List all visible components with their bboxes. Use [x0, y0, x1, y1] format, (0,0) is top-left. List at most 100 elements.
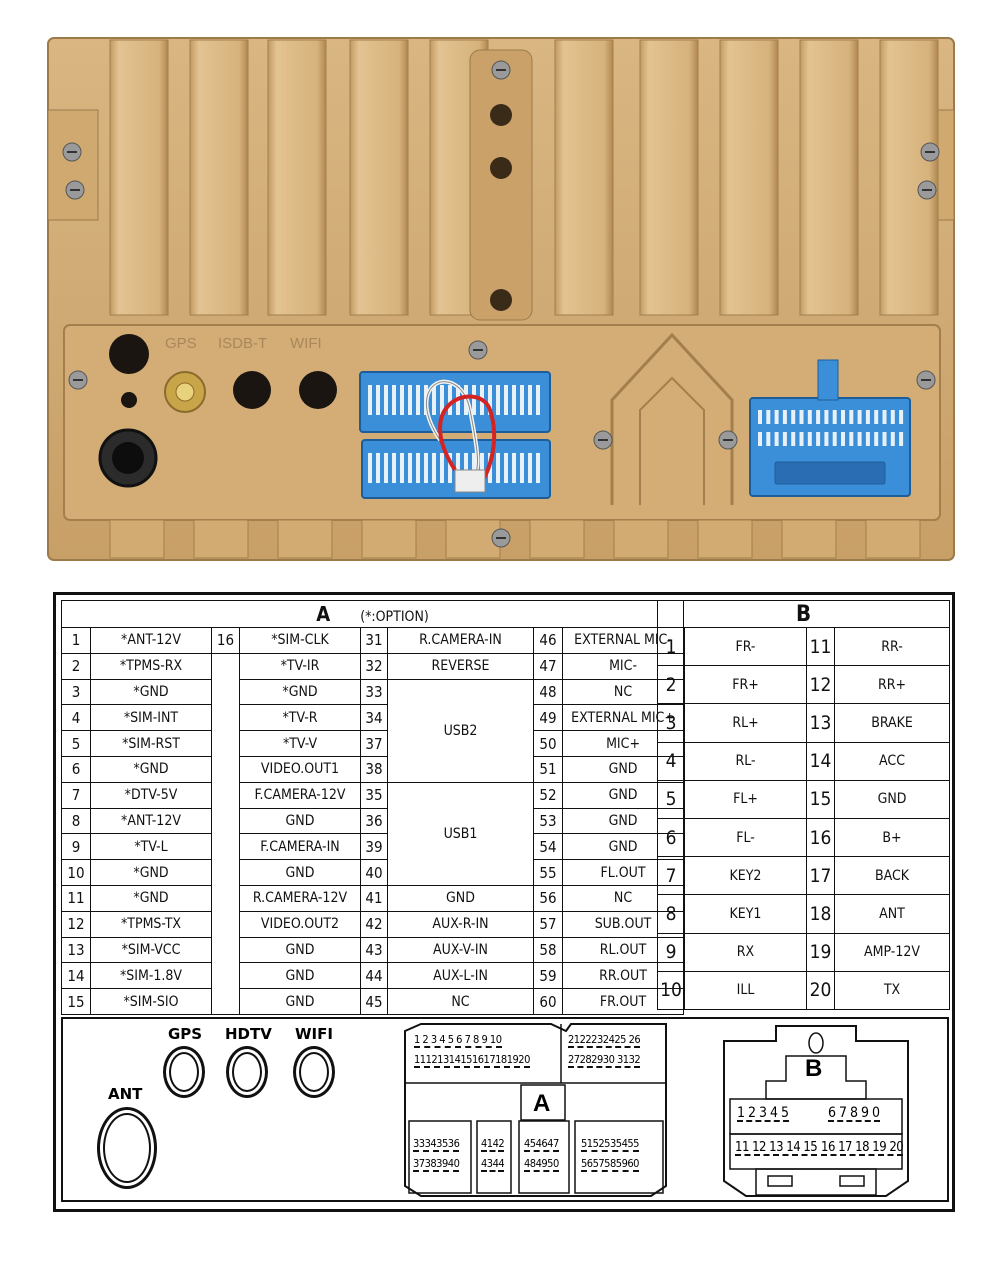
pin [512, 385, 516, 415]
head-unit-rear-photo: GPS ISDB-T WIFI [47, 37, 955, 561]
port-labels: GPS [165, 335, 197, 352]
connector-b-row-4: 16 17 18 19 20 [821, 1140, 904, 1156]
pin-function: FR+ [684, 665, 807, 705]
pin-number: 13 [61, 936, 91, 964]
pin [882, 432, 887, 446]
bottom-tab [697, 519, 753, 559]
pin-number: 49 [533, 704, 563, 732]
pin-function: *GND [239, 678, 361, 706]
pin-function: FR- [684, 626, 807, 667]
bottom-tab [613, 519, 669, 559]
pin-number: 14 [806, 741, 835, 781]
pin [536, 453, 540, 483]
pin-number: 37 [360, 730, 388, 757]
pin-number: 50 [533, 730, 563, 757]
pin-number: 6 [61, 755, 91, 783]
pin-function: BRAKE [833, 703, 951, 743]
pin [472, 453, 476, 483]
pin [824, 410, 829, 424]
pin [865, 410, 870, 424]
option-note: (*:OPTION) [360, 609, 429, 625]
pin [774, 410, 779, 424]
pin [799, 432, 804, 446]
usb1-cell: USB1 [387, 781, 534, 886]
pin-number: 39 [360, 833, 388, 861]
pin-function: *SIM-VCC [90, 936, 212, 964]
connector-b-pins [758, 410, 904, 446]
pin [400, 385, 404, 415]
pin-number: 1 [61, 627, 91, 654]
pin [416, 453, 420, 483]
pin-function: GND [239, 988, 361, 1015]
pin [774, 432, 779, 446]
pin-number: 17 [806, 856, 835, 896]
pin [432, 385, 436, 415]
bottom-tab [277, 519, 333, 559]
pin-function: R.CAMERA-12V [239, 884, 361, 912]
connector-a-row-3: 2122232425 26 [568, 1033, 641, 1048]
pin-number: 57 [533, 910, 563, 938]
heatsink-fin [349, 39, 409, 316]
pin-function: GND [239, 936, 361, 964]
pin-number: 2 [657, 665, 685, 705]
pin-number: 12 [806, 665, 835, 705]
hdtv-jack [226, 1046, 268, 1098]
pin-number: 53 [533, 807, 563, 835]
pin [807, 432, 812, 446]
pin [424, 453, 428, 483]
ant-label: ANT [108, 1085, 143, 1103]
pin [520, 453, 524, 483]
bottom-tab [193, 519, 249, 559]
pin-function: ACC [833, 741, 951, 781]
pin [448, 453, 452, 483]
pin-number: 48 [533, 678, 563, 706]
pin [782, 432, 787, 446]
wifi-hole [299, 371, 337, 409]
pin-function: AUX-V-IN [387, 936, 534, 964]
connector-b-drawing [723, 1025, 909, 1197]
pin-number: 8 [61, 807, 91, 835]
pin-number: 5 [61, 730, 91, 757]
pin-number: 46 [533, 627, 563, 654]
pin-function: *GND [90, 678, 212, 706]
gps-jack [163, 1046, 205, 1098]
pin-number: 60 [533, 988, 563, 1015]
pin-number: 12 [61, 910, 91, 938]
pin-number: 6 [657, 817, 685, 858]
connector-a-row-1: 1 2 3 4 5 6 7 8 9 10 [414, 1033, 502, 1048]
pin-function: ILL [684, 970, 807, 1010]
pin-number: 38 [360, 755, 388, 783]
pin-function: *GND [90, 755, 212, 783]
pin [849, 410, 854, 424]
pin-number: 33 [360, 678, 388, 706]
pin-function: KEY2 [684, 856, 807, 896]
pin-function: TX [833, 970, 951, 1010]
gps-label: GPS [168, 1025, 203, 1043]
pin-function: *ANT-12V [90, 807, 212, 835]
pin-function: ANT [833, 894, 951, 934]
pin-function: NC [387, 988, 534, 1015]
pin-number: 10 [657, 970, 685, 1010]
pin-number: 4 [61, 704, 91, 732]
bottom-tab [109, 519, 165, 559]
pin [791, 410, 796, 424]
pin-function: BACK [833, 856, 951, 896]
pin [504, 453, 508, 483]
pin-function: R.CAMERA-IN [387, 627, 534, 654]
pin-number: 11 [61, 884, 91, 912]
pin-function: *TPMS-RX [90, 652, 212, 680]
pin [807, 410, 812, 424]
connector-a-row-4: 27282930 3132 [568, 1053, 641, 1068]
connector-a-row-2: 11121314151617181920 [414, 1053, 530, 1068]
pin [832, 432, 837, 446]
pin [408, 453, 412, 483]
pin-function: FR.OUT [561, 988, 685, 1015]
pin-function: FL+ [684, 779, 807, 819]
pin [766, 410, 771, 424]
